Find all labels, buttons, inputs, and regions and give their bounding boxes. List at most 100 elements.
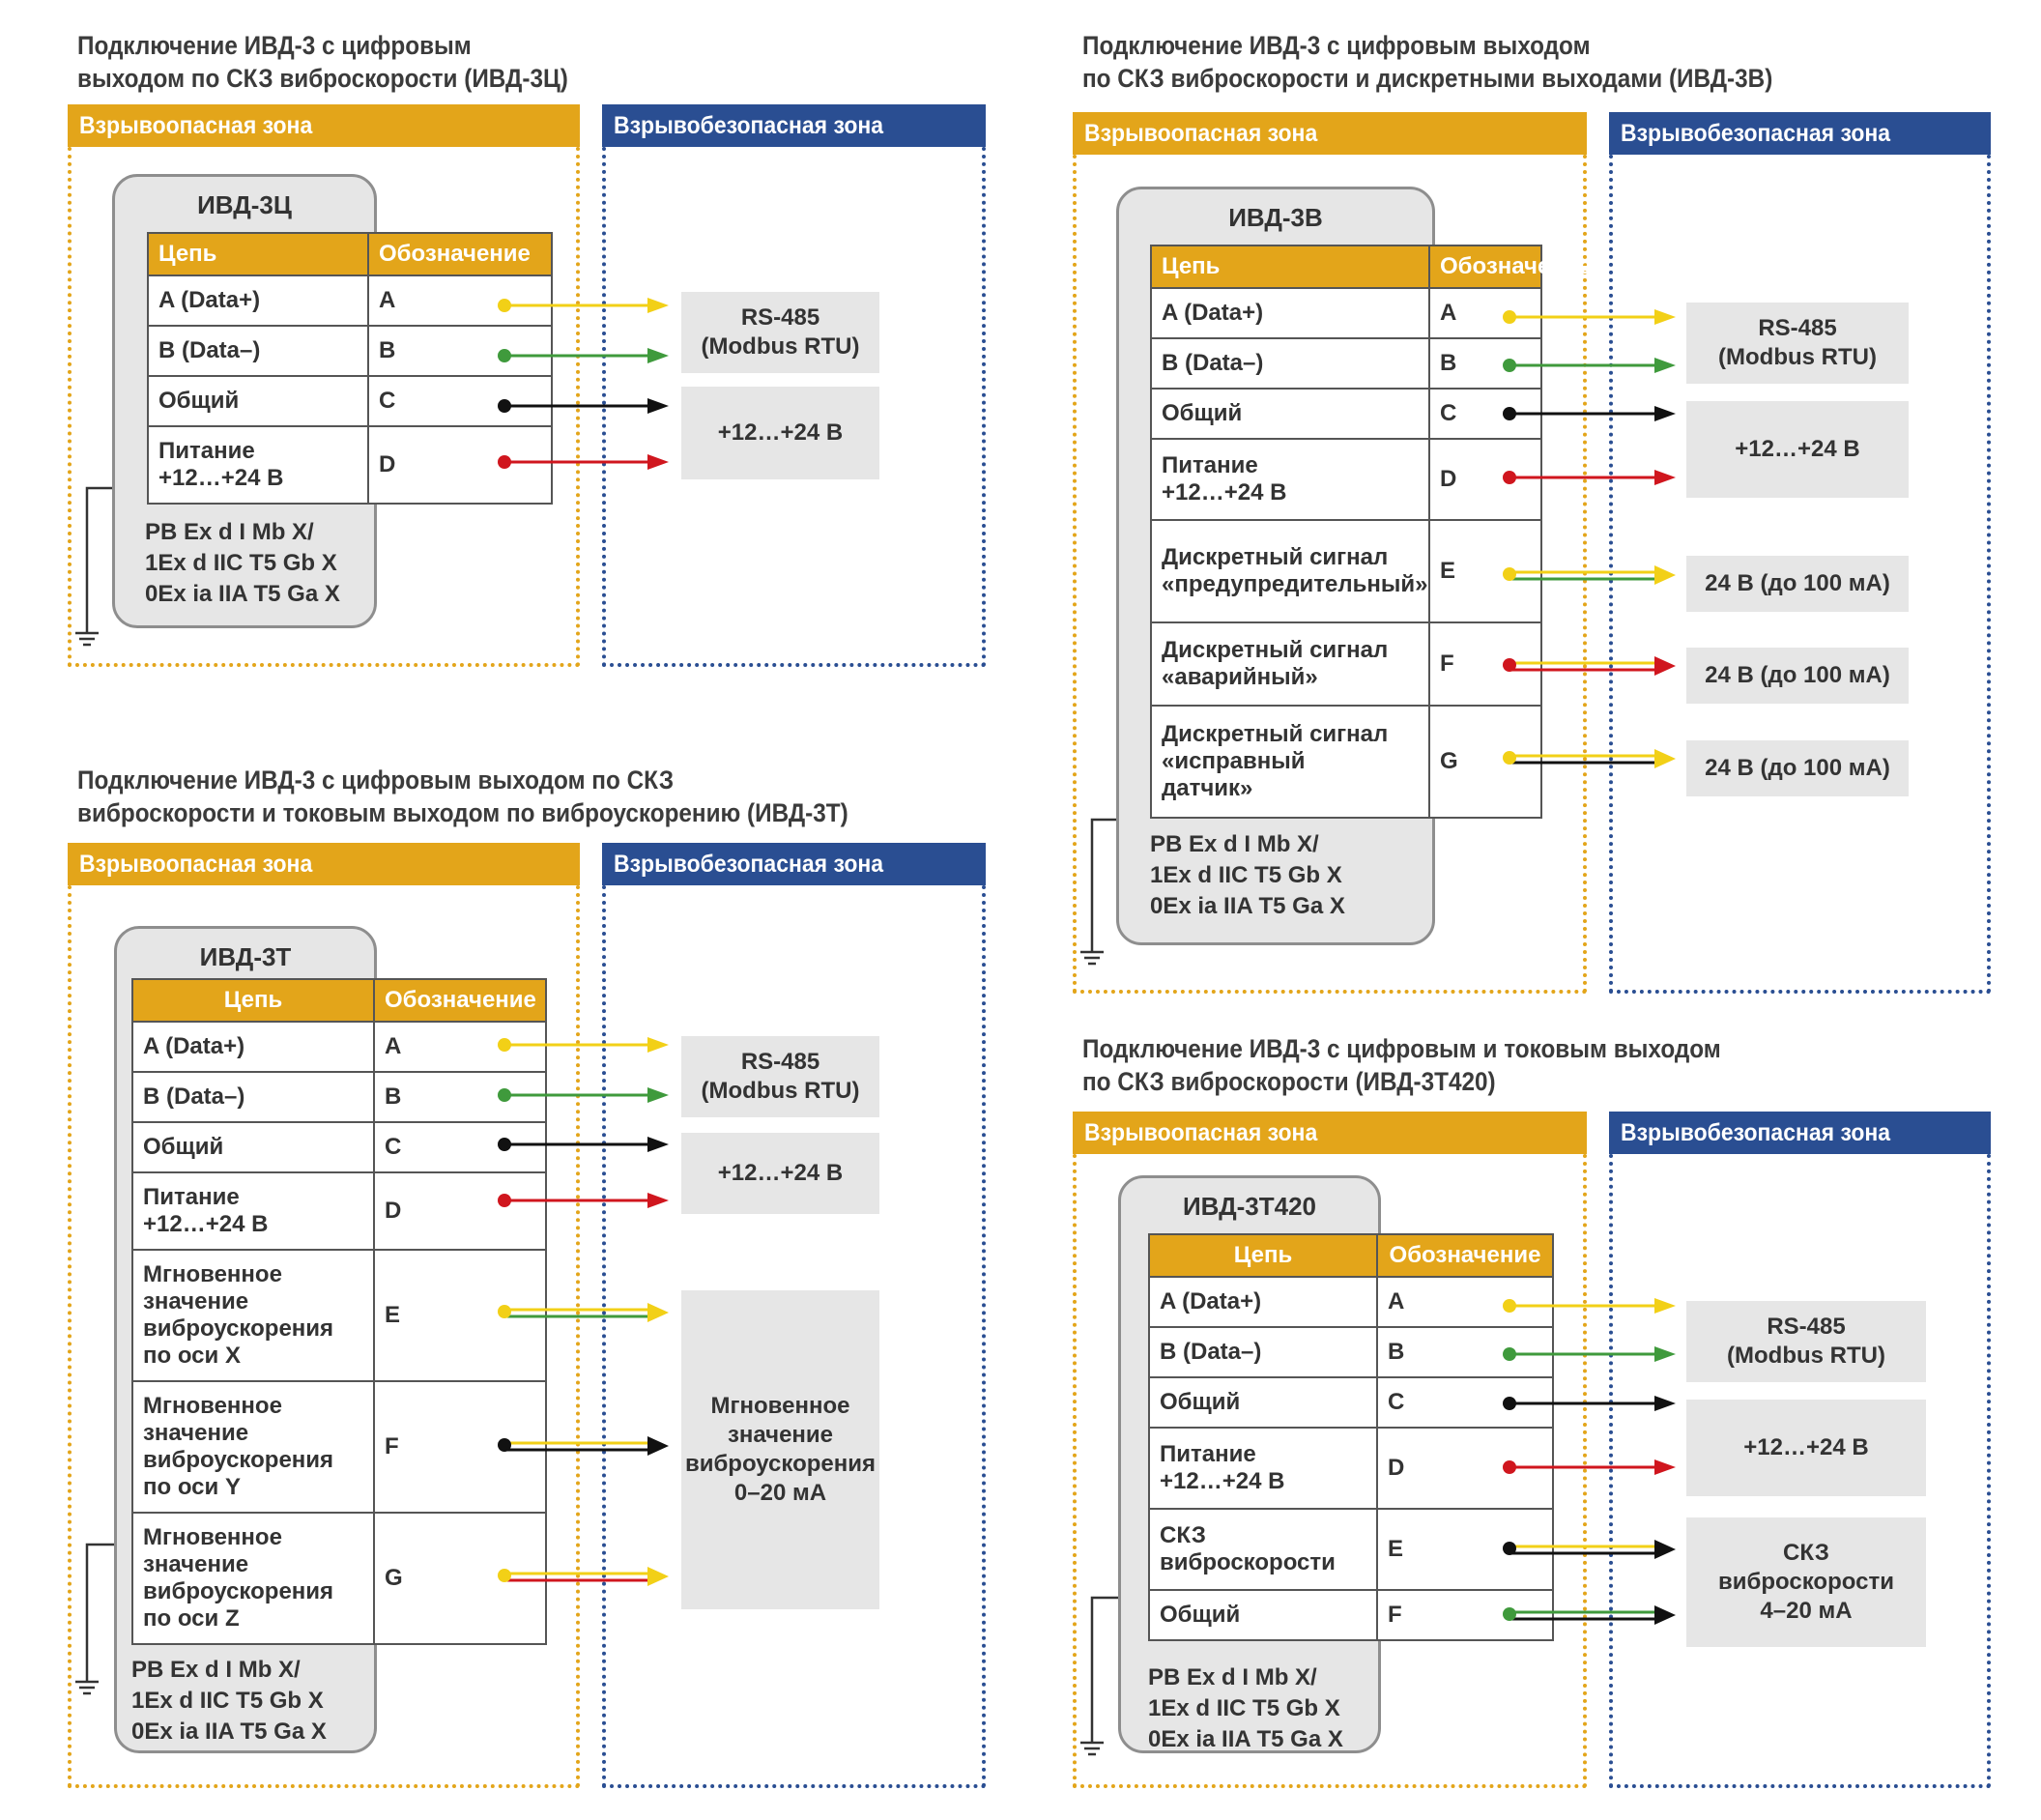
wire-a — [1503, 309, 1676, 325]
wire-e — [1503, 565, 1676, 585]
row-code: B — [1376, 1326, 1554, 1378]
row-code: A — [373, 1021, 547, 1073]
wires — [1080, 1298, 1676, 1756]
row-code: B — [367, 325, 553, 377]
wire-d — [498, 1193, 669, 1208]
row-name: Общий — [147, 375, 369, 427]
row-code: D — [367, 425, 553, 505]
target-discrete-g: 24 В (до 100 мА) — [1686, 740, 1909, 796]
title-line-1: Подключение ИВД-3 с цифровым выходом по … — [77, 766, 675, 794]
wire-e — [498, 1303, 669, 1322]
title-line-2: по СКЗ виброскорости (ИВД-3Т420) — [1082, 1067, 1496, 1096]
row-code: C — [373, 1121, 547, 1173]
title-line-2: виброскорости и токовым выходом по вибро… — [77, 798, 848, 827]
wire-a — [498, 1037, 669, 1053]
wire-c — [1503, 1396, 1676, 1411]
target-rs485: RS-485 (Modbus RTU) — [681, 1036, 879, 1117]
device-name: ИВД-3В — [1228, 203, 1323, 232]
row-name: Питание +12…+24 В — [147, 425, 369, 505]
row-code: D — [1428, 438, 1542, 521]
target-power: +12…+24 В — [681, 387, 879, 479]
pin-table: Цепь Обозначение A (Data+)A B (Data–)B О… — [147, 232, 553, 505]
row-name: B (Data–) — [131, 1071, 375, 1123]
wire-b — [1503, 358, 1676, 373]
row-name: Общий — [1148, 1589, 1378, 1641]
row-name: A (Data+) — [131, 1021, 375, 1073]
wire-d — [1503, 1459, 1676, 1475]
title-line-1: Подключение ИВД-3 с цифровым — [77, 31, 472, 60]
target-discrete-e: 24 В (до 100 мА) — [1686, 556, 1909, 612]
wire-d — [498, 454, 669, 470]
pin-table: Цепь Обозначение A (Data+)A B (Data–)B О… — [1148, 1233, 1554, 1641]
row-code: D — [373, 1171, 547, 1251]
wire-b — [1503, 1346, 1676, 1362]
wire-f — [1503, 656, 1676, 676]
target-power: +12…+24 В — [1686, 401, 1909, 498]
wire-a — [498, 298, 669, 313]
row-name: Дискретный сигнал «исправный датчик» — [1150, 705, 1430, 819]
row-name: B (Data–) — [1150, 337, 1430, 390]
device-name: ИВД-3Т — [199, 942, 292, 971]
diagram-ivd3v: Подключение ИВД-3 с цифровым выходом по … — [1073, 29, 1991, 994]
row-name: B (Data–) — [147, 325, 369, 377]
hazard-zone — [68, 885, 580, 1788]
wire-g — [1503, 749, 1676, 768]
target-rs485: RS-485 (Modbus RTU) — [681, 292, 879, 373]
table-row: A (Data+)A — [131, 1021, 547, 1073]
safe-zone-header: Взрывобезопасная зона — [1609, 1112, 1991, 1154]
row-name: Общий — [131, 1121, 375, 1173]
hazard-zone-header: Взрывоопасная зона — [1073, 112, 1587, 155]
col-designation: Обозначение — [373, 978, 547, 1023]
table-row: Мгновенное значение виброускорения по ос… — [131, 1512, 547, 1645]
row-name: Мгновенное значение виброускорения по ос… — [131, 1512, 375, 1645]
wires — [75, 298, 669, 647]
hazard-zone — [1073, 1154, 1587, 1788]
diagram-title: Подключение ИВД-3 с цифровым и токовым в… — [1082, 1032, 1721, 1098]
wires — [1080, 309, 1676, 966]
title-line-1: Подключение ИВД-3 с цифровым выходом — [1082, 31, 1591, 60]
wire-f — [498, 1436, 669, 1456]
table-row: B (Data–)B — [1148, 1326, 1554, 1378]
pin-table: Цепь Обозначение A (Data+)A B (Data–)B О… — [131, 978, 547, 1645]
table-row: Дискретный сигнал «предупредительный»E — [1150, 519, 1542, 623]
row-name: Мгновенное значение виброускорения по ос… — [131, 1249, 375, 1382]
wire-g — [498, 1567, 669, 1586]
target-rs485: RS-485 (Modbus RTU) — [1686, 303, 1909, 384]
col-circuit: Цепь — [147, 232, 369, 276]
title-line-2: выходом по СКЗ виброскорости (ИВД-3Ц) — [77, 64, 568, 93]
row-code: A — [1428, 287, 1542, 339]
row-name: Питание +12…+24 В — [131, 1171, 375, 1251]
table-row: B (Data–)B — [147, 325, 553, 377]
diagram-ivd3t420: Подключение ИВД-3 с цифровым и токовым в… — [1073, 1032, 1991, 1788]
row-name: Питание +12…+24 В — [1148, 1427, 1378, 1510]
diagram-ivd3t: Подключение ИВД-3 с цифровым выходом по … — [68, 764, 986, 1788]
wire-c — [1503, 406, 1676, 421]
wire-f — [1503, 1605, 1676, 1625]
pin-table: Цепь Обозначение A (Data+)A B (Data–)B О… — [1150, 245, 1592, 819]
diagram-title: Подключение ИВД-3 с цифровым выходом по … — [77, 29, 568, 95]
ex-marking: PB Ex d I Mb X/ 1Ex d IIC T5 Gb X 0Ex ia… — [131, 1657, 327, 1745]
hazard-zone-header: Взрывоопасная зона — [68, 104, 580, 147]
row-name: A (Data+) — [1150, 287, 1430, 339]
target-acceleration-current: Мгновенное значение виброускорения 0–20 … — [681, 1290, 879, 1609]
target-power: +12…+24 В — [681, 1133, 879, 1214]
ground-symbol — [1080, 1596, 1118, 1756]
ex-marking: PB Ex d I Mb X/ 1Ex d IIC T5 Gb X 0Ex ia… — [1148, 1664, 1343, 1752]
target-rs485: RS-485 (Modbus RTU) — [1686, 1301, 1926, 1382]
wire-c — [498, 398, 669, 414]
diagram-title: Подключение ИВД-3 с цифровым выходом по … — [1082, 29, 1772, 95]
row-code: E — [1376, 1508, 1554, 1591]
wire-a — [1503, 1298, 1676, 1314]
row-code: G — [373, 1512, 547, 1645]
ex-marking: PB Ex d I Mb X/ 1Ex d IIC T5 Gb X 0Ex ia… — [1150, 831, 1345, 919]
row-code: B — [373, 1071, 547, 1123]
wire-b — [498, 1087, 669, 1103]
row-name: Мгновенное значение виброускорения по ос… — [131, 1380, 375, 1514]
safe-zone-header: Взрывобезопасная зона — [1609, 112, 1991, 155]
